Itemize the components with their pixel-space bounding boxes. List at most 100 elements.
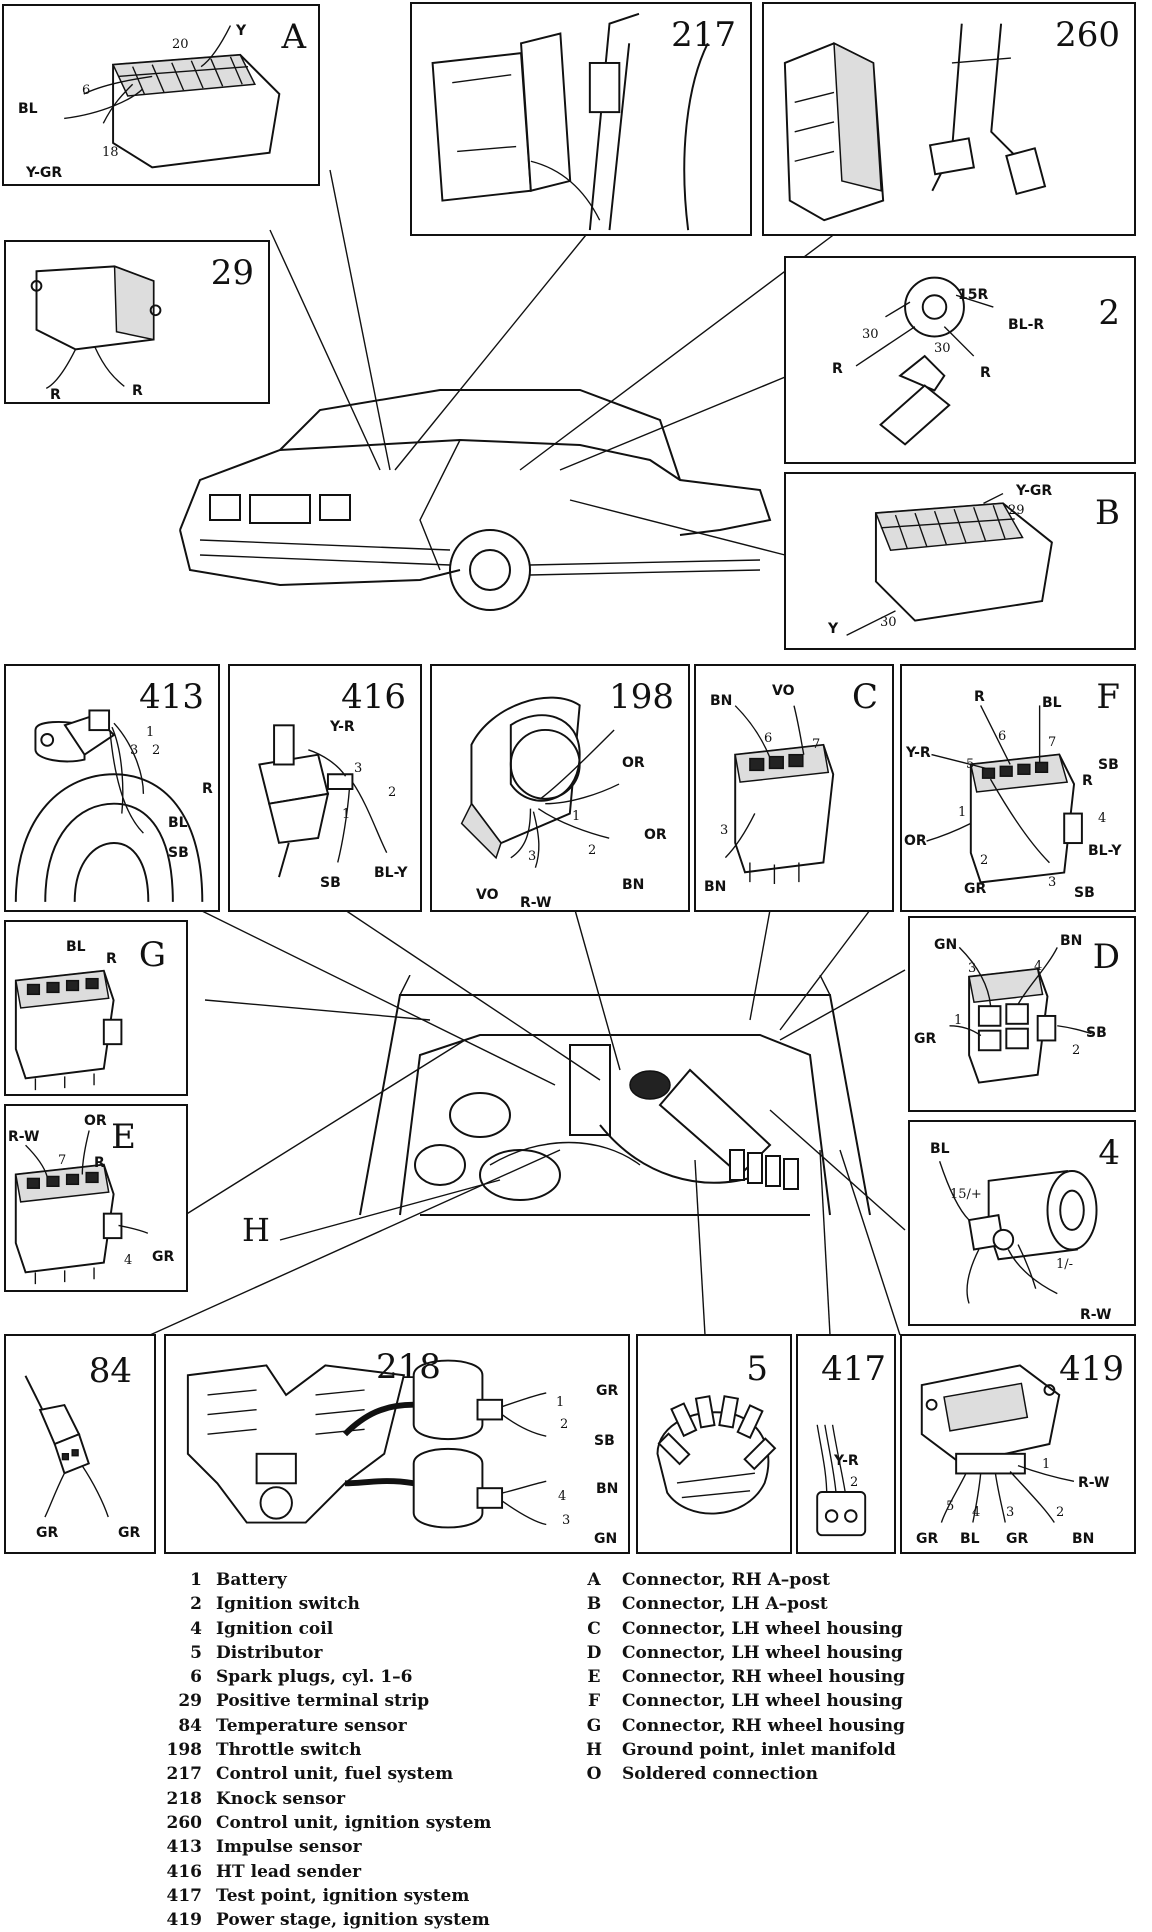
panel-id: 419 <box>1059 1349 1124 1389</box>
panel-id: 5 <box>746 1349 768 1389</box>
pin-label: 30 <box>934 341 951 356</box>
legend-key: G <box>586 1715 602 1736</box>
legend-text: Connector, RH wheel housing <box>622 1667 905 1688</box>
pin-label: 2 <box>388 785 397 800</box>
legend-text: Connector, LH wheel housing <box>622 1691 903 1712</box>
pin-label: 3 <box>1048 875 1057 890</box>
legend-key: 217 <box>166 1764 203 1785</box>
panel-417-test-point: 417 Y-R 2 <box>796 1334 896 1554</box>
wire-label: BL <box>1042 695 1062 711</box>
wire-label: R <box>832 361 843 377</box>
wire-label: OR <box>622 755 645 771</box>
legend-text: Ignition coil <box>216 1618 334 1639</box>
wire-label: BL <box>168 815 188 831</box>
wire-label: GR <box>964 881 987 897</box>
panel-id: F <box>1096 677 1120 717</box>
wire-label: R <box>202 781 213 797</box>
panel-id: 84 <box>88 1351 132 1391</box>
panel-29-positive-terminal-strip: 29 R R <box>4 240 270 404</box>
pin-label: 5 <box>966 757 975 772</box>
pin-label: 4 <box>558 1489 567 1504</box>
pin-label: 30 <box>862 327 879 342</box>
pin-label: 2 <box>588 843 597 858</box>
pin-label: 6 <box>764 731 773 746</box>
wire-label: R <box>106 951 117 967</box>
pin-label: 1 <box>954 1013 963 1028</box>
legend-key: A <box>587 1570 601 1590</box>
pin-label: 15/+ <box>950 1187 982 1202</box>
legend-key: 218 <box>166 1788 203 1809</box>
wire-label: SB <box>1086 1025 1107 1041</box>
panel-4-ignition-coil: 4 BL 15/+ 1/- R-W <box>908 1120 1136 1326</box>
legend-key: E <box>587 1667 601 1688</box>
panel-id: A <box>281 17 306 57</box>
legend-text: Connector, LH wheel housing <box>622 1618 903 1639</box>
legend-text: Connector, LH A–post <box>622 1594 828 1615</box>
legend-key: 4 <box>190 1618 202 1639</box>
wire-label: BN <box>622 877 645 893</box>
wire-label: GR <box>596 1383 619 1399</box>
panel-218-knock-sensor: 218 1 GR 2 SB 4 BN 3 GN <box>164 1334 630 1554</box>
wire-label: VO <box>772 683 795 699</box>
wire-label: R <box>974 689 985 705</box>
legend-row: E Connector, RH wheel housing <box>582 1665 905 1689</box>
legend-text: Battery <box>216 1570 287 1590</box>
pin-label: 1 <box>556 1395 565 1410</box>
legend-key: 416 <box>166 1861 203 1882</box>
wire-label: GR <box>118 1525 141 1541</box>
panel-2-ignition-switch: 2 15R BL-R 30 30 R R <box>784 256 1136 464</box>
legend-key: 417 <box>166 1885 203 1906</box>
pin-label: 2 <box>980 853 989 868</box>
panel-id: G <box>138 935 166 975</box>
panel-id: 2 <box>1098 293 1120 333</box>
wire-label: BL-R <box>1008 317 1045 333</box>
legend-key: 6 <box>190 1667 202 1688</box>
wire-label: GR <box>36 1525 59 1541</box>
pin-label: 1 <box>958 805 967 820</box>
wire-label: BL-Y <box>1088 843 1122 859</box>
pin-label: 1 <box>342 807 351 822</box>
panel-413-impulse-sensor: 413 1 2 3 R BL SB <box>4 664 220 912</box>
pin-label: 3 <box>354 761 363 776</box>
wire-label: BN <box>1072 1531 1095 1547</box>
legend-text: Power stage, ignition system <box>216 1910 490 1931</box>
legend-text: Impulse sensor <box>216 1837 362 1858</box>
wire-label: Y <box>828 621 839 637</box>
wire-label: R <box>50 387 61 403</box>
ground-point-label: H <box>242 1211 270 1249</box>
pin-label: 20 <box>172 37 189 52</box>
wire-label: Y-R <box>834 1453 859 1469</box>
legend-key: 198 <box>166 1740 203 1761</box>
panel-id: E <box>111 1117 136 1157</box>
wire-label: GR <box>152 1249 175 1265</box>
legend-text: Control unit, ignition system <box>216 1812 492 1833</box>
wire-label: BL <box>18 101 38 117</box>
wire-label: BL-Y <box>374 865 408 881</box>
panel-id: C <box>851 677 878 717</box>
legend-row: 6 Spark plugs, cyl. 1–6 <box>160 1665 491 1689</box>
pin-label: 2 <box>850 1475 859 1490</box>
pin-label: 3 <box>720 823 729 838</box>
engine-bay-illustration <box>359 975 871 1216</box>
pin-label: 5 <box>946 1499 955 1514</box>
pin-label: 29 <box>1008 503 1025 518</box>
legend-key: 29 <box>178 1691 202 1712</box>
panel-E-connector: E OR R-W 7 R 4 GR <box>4 1104 188 1292</box>
wire-label: VO <box>476 887 499 903</box>
wire-label: GN <box>594 1531 618 1547</box>
legend-key: 419 <box>166 1910 203 1931</box>
panel-416-ht-lead-sender: 416 Y-R 3 2 1 SB BL-Y <box>228 664 422 912</box>
legend-key: O <box>586 1764 602 1785</box>
legend-text: Spark plugs, cyl. 1–6 <box>216 1667 413 1688</box>
